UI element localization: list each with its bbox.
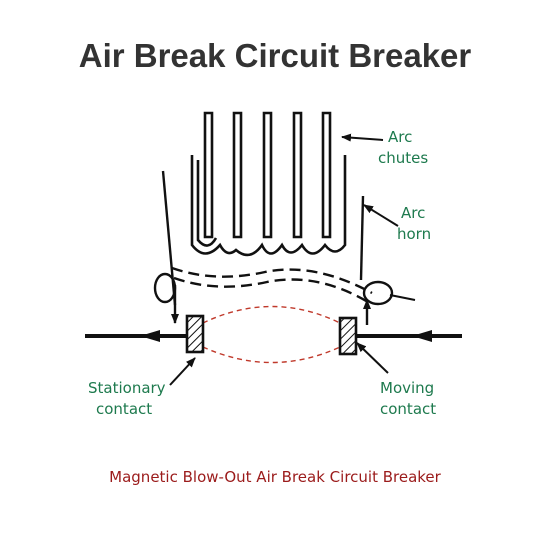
arc-horns [161,170,365,306]
figure-caption: Magnetic Blow-Out Air Break Circuit Brea… [109,468,441,486]
arc-path [171,266,373,304]
moving-contact-label-line2: contact [380,400,436,418]
current-arrow-left [140,330,160,342]
arc-chutes-label-line2: chutes [378,149,428,167]
current-arrow-right [412,330,432,342]
moving-contact [338,316,358,356]
stationary-contact [185,314,205,354]
arc-horn-label-line1: Arc [401,204,425,222]
electric-arc [202,305,341,364]
page-title: Air Break Circuit Breaker [78,37,472,74]
current-loops [153,272,394,325]
moving-contact-label-line1: Moving [380,379,434,397]
arc-chutes-label-line1: Arc [388,128,412,146]
arc-horn-label-line2: horn [397,225,431,243]
leader-lines [169,133,416,386]
stationary-contact-label-line1: Stationary [88,379,166,397]
arc-chutes [190,111,347,257]
stationary-contact-label-line2: contact [96,400,152,418]
